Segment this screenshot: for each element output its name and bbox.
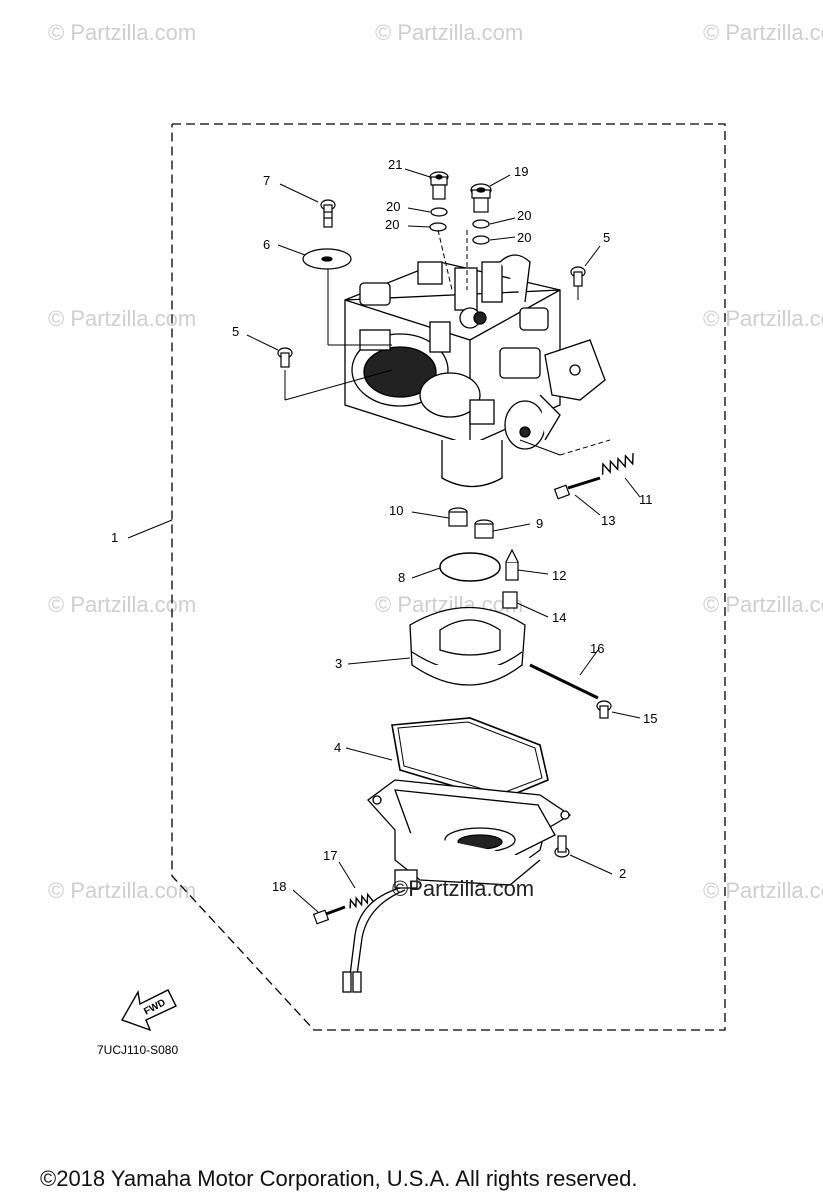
callout-14: 14 (552, 610, 567, 625)
callout-21: 21 (388, 157, 403, 172)
copyright-notice: ©2018 Yamaha Motor Corporation, U.S.A. A… (40, 1166, 638, 1191)
callout-15: 15 (643, 711, 658, 726)
assembly-boundary (171, 123, 726, 1031)
watermark: © Partzilla.com (703, 878, 823, 903)
callout-20-d: 20 (517, 230, 532, 245)
callout-4: 4 (334, 740, 342, 755)
jet-19 (470, 183, 492, 213)
screw-5-left (277, 347, 293, 368)
callout-9: 9 (536, 516, 544, 531)
drain-screw-18 (312, 905, 346, 925)
watermark: © Partzilla.com (375, 20, 524, 45)
spring-17 (349, 892, 374, 909)
float-bowl (367, 779, 572, 886)
callout-20-b: 20 (385, 217, 400, 232)
screw-13 (553, 476, 601, 500)
screw-15 (596, 700, 612, 719)
diagram-code: 7UCJ110-S080 (97, 1043, 179, 1057)
watermark: © Partzilla.com (703, 306, 823, 331)
gasket-8 (439, 552, 501, 582)
callout-3: 3 (335, 656, 343, 671)
callout-12: 12 (552, 568, 567, 583)
callout-20-a: 20 (386, 199, 401, 214)
watermark: © Partzilla.com (703, 20, 823, 45)
callout-11: 11 (639, 492, 653, 507)
needle-valve-12 (505, 548, 519, 581)
callout-13: 13 (601, 513, 616, 528)
callout-10: 10 (389, 503, 404, 518)
callout-18: 18 (272, 879, 287, 894)
watermark: © Partzilla.com (48, 878, 197, 903)
jet-21 (429, 171, 449, 200)
center-watermark: ©Partzilla.com (392, 876, 535, 901)
leader-lines (127, 168, 641, 913)
callout-5-left: 5 (232, 324, 240, 339)
washer-6 (302, 248, 352, 270)
callout-7: 7 (263, 173, 271, 188)
callout-8: 8 (398, 570, 406, 585)
screw-5-right (570, 266, 586, 287)
watermark: © Partzilla.com (703, 592, 823, 617)
callout-6: 6 (263, 237, 271, 252)
callout-5-right: 5 (603, 230, 611, 245)
callout-1: 1 (111, 530, 119, 545)
guide-lines (284, 229, 611, 456)
callout-16: 16 (590, 641, 605, 656)
callout-17: 17 (323, 848, 338, 863)
gasket-4 (391, 717, 549, 801)
callout-19: 19 (514, 164, 529, 179)
clip-14 (502, 591, 518, 609)
wire-harness (342, 869, 418, 993)
screw-7 (320, 199, 336, 228)
o-rings-20 (429, 207, 490, 245)
callout-20-c: 20 (517, 208, 532, 223)
jet-10 (448, 507, 468, 527)
fwd-arrow-icon (120, 989, 177, 1032)
pin-16 (529, 663, 599, 700)
carburetor-body (344, 254, 606, 488)
spring-11 (601, 453, 634, 475)
jet-9 (474, 519, 494, 539)
screw-2 (554, 835, 570, 858)
callout-2: 2 (619, 866, 627, 881)
float-3 (409, 606, 526, 686)
watermark: © Partzilla.com (48, 20, 197, 45)
